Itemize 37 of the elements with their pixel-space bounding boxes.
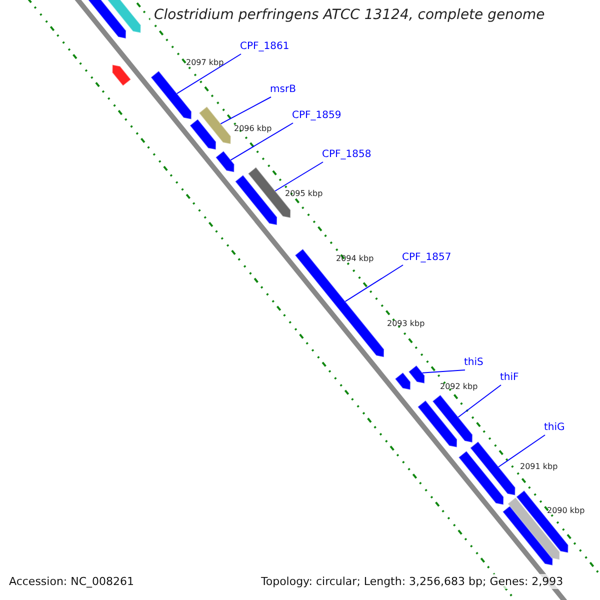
gene-block <box>189 118 216 150</box>
scale-label: 2092 kbp <box>440 382 478 391</box>
scale-label: 2091 kbp <box>520 462 558 471</box>
gene-block <box>432 394 473 444</box>
gene-label: CPF_1859 <box>292 110 342 121</box>
scale-label: 2097 kbp <box>186 58 224 67</box>
gene-label: thiG <box>544 422 565 433</box>
scale-label: 2096 kbp <box>234 124 272 133</box>
leader-line <box>176 54 242 94</box>
gene-block <box>470 440 516 496</box>
gene-block <box>408 364 426 384</box>
gene-block <box>516 490 569 554</box>
gene-block <box>234 174 278 226</box>
gene-block <box>417 400 458 448</box>
gene-block <box>215 150 235 173</box>
gene-label: CPF_1857 <box>402 252 452 263</box>
leader-line <box>498 434 546 468</box>
leader-line <box>458 384 502 418</box>
gene-block <box>112 64 132 86</box>
gene-block <box>150 70 192 120</box>
leader-line <box>230 122 294 161</box>
gene-block <box>294 248 384 358</box>
leader-line <box>274 162 324 192</box>
gene-block <box>394 372 411 390</box>
gene-label: msrB <box>270 84 296 95</box>
gene-label: CPF_1861 <box>240 41 290 52</box>
scale-label: 2090 kbp <box>547 506 585 515</box>
gene-block <box>198 106 232 145</box>
gene-label: CPF_1858 <box>322 149 372 160</box>
leader-line <box>422 370 466 374</box>
leader-line <box>220 96 272 124</box>
leader-line <box>344 264 404 302</box>
gene-block <box>458 450 504 506</box>
gene-label: thiF <box>500 372 519 383</box>
scale-label: 2095 kbp <box>285 189 323 198</box>
gene-label: thiS <box>464 357 484 368</box>
scale-label: 2094 kbp <box>336 254 374 263</box>
